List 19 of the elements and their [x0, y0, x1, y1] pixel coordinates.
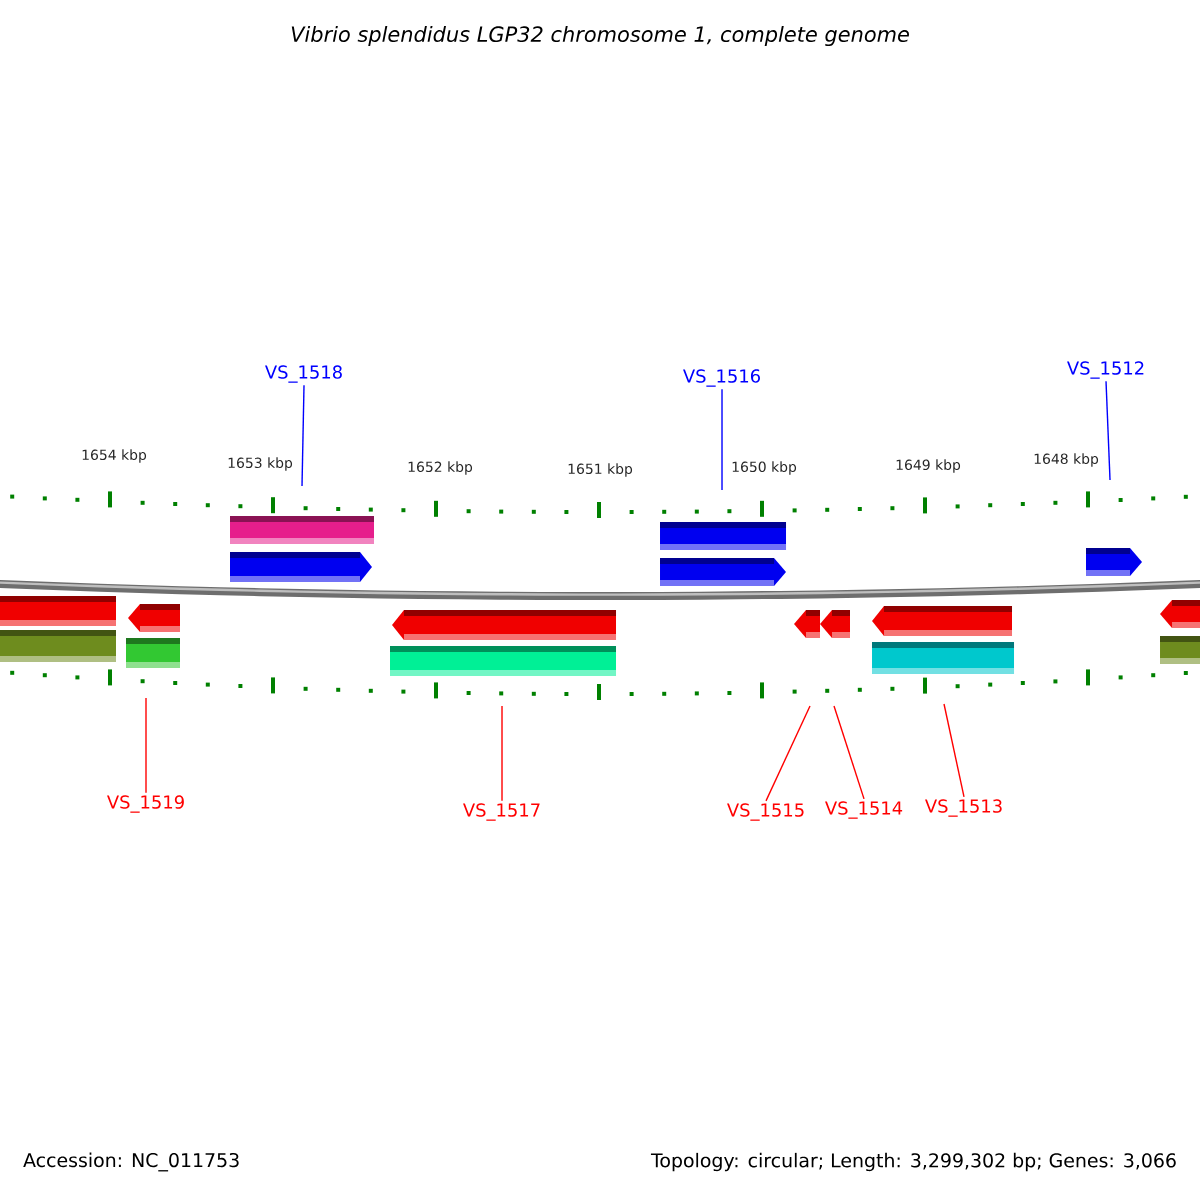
leader-line — [1105, 380, 1111, 481]
leader-line — [501, 705, 503, 802]
title: Vibrio splendidus LGP32 chromosome 1, complete genome — [291, 25, 909, 47]
leader-line — [721, 388, 723, 491]
leader-line — [765, 705, 811, 802]
gene-label: VS_1518 — [265, 365, 342, 383]
leader-line — [145, 697, 147, 794]
gene-label: VS_1513 — [925, 799, 1002, 817]
gene-label: VS_1512 — [1067, 361, 1144, 379]
gene-label: VS_1519 — [107, 795, 184, 813]
accession-text: Accession: NC_011753 — [23, 1152, 239, 1172]
genome-info-text: Topology: circular; Length: 3,299,302 bp; Genes: 3,066 — [650, 1152, 1176, 1172]
gene-label: VS_1517 — [463, 803, 540, 821]
gene-label: VS_1516 — [683, 369, 760, 387]
gene-label: VS_1515 — [727, 803, 804, 821]
leader-line — [833, 705, 865, 800]
gene-label: VS_1514 — [825, 801, 903, 819]
leader-line — [301, 384, 305, 487]
leader-line — [943, 703, 965, 798]
